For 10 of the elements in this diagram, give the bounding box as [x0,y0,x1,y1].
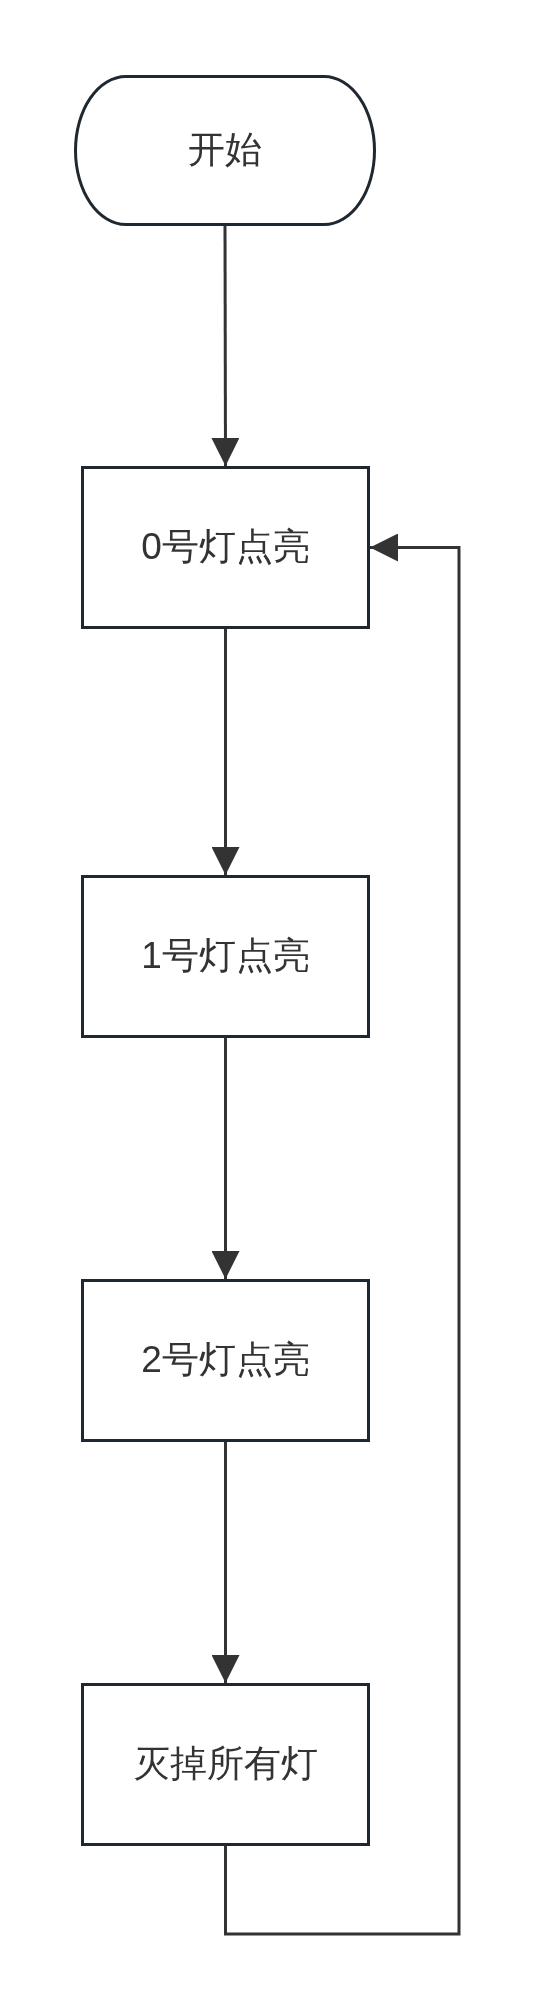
start-terminal: 开始 [74,75,376,226]
process-box: 1号灯点亮 [81,875,370,1038]
arrow [211,629,240,875]
process-box: 2号灯点亮 [81,1279,370,1442]
arrow [224,533,461,1936]
arrow [211,1442,240,1683]
process-box: 0号灯点亮 [81,466,370,629]
process-box: 灭掉所有灯 [81,1683,370,1846]
arrow [211,226,240,466]
arrow [211,1038,240,1279]
